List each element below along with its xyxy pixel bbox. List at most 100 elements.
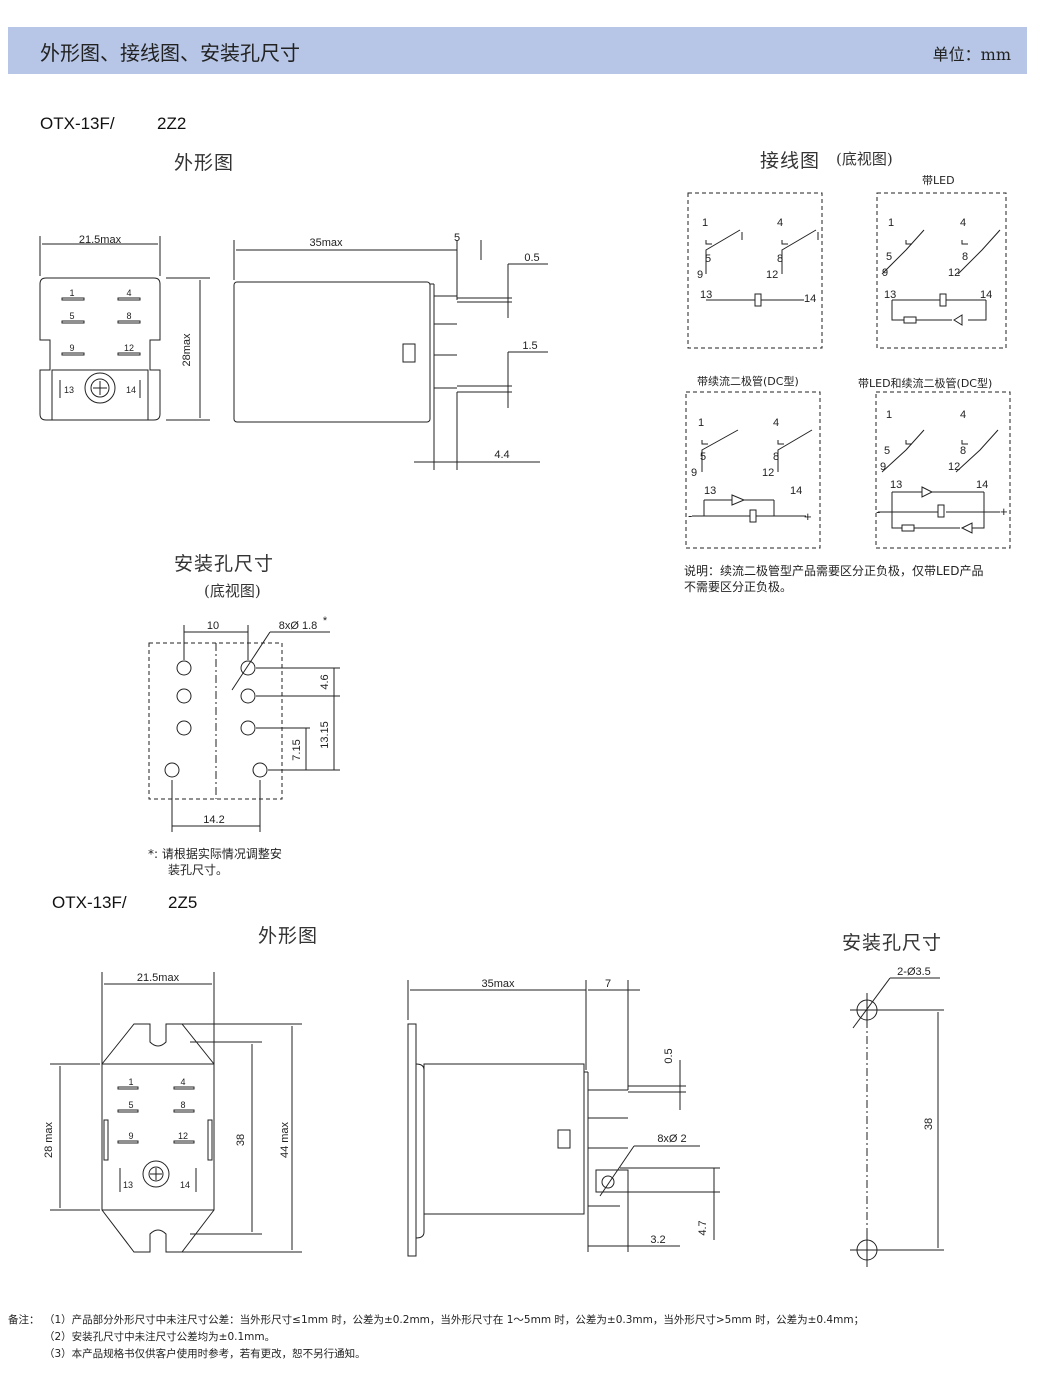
model1-suffix: 2Z2 bbox=[157, 114, 187, 133]
pin-label: 13 bbox=[123, 1180, 133, 1190]
wiring-cap-both: 带LED和续流二极管(DC型) bbox=[858, 377, 993, 390]
polarity-minus: - bbox=[876, 504, 880, 519]
pin-label: 8 bbox=[126, 311, 131, 321]
wiring-pin: 1 bbox=[886, 409, 892, 421]
model1-mount-star: * bbox=[323, 615, 328, 627]
model1-mount-subtitle: (底视图) bbox=[204, 582, 261, 600]
model2-dim-h38: 38 bbox=[235, 1134, 247, 1146]
model1-mount-v3: 7.15 bbox=[291, 739, 303, 760]
wiring-pin: 9 bbox=[691, 467, 697, 479]
model1-name: OTX-13F/ bbox=[40, 114, 115, 133]
wiring-pin: 14 bbox=[790, 485, 802, 497]
pin-label: 12 bbox=[124, 343, 134, 353]
polarity-minus: - bbox=[688, 508, 692, 523]
wiring-pin: 1 bbox=[888, 217, 894, 229]
wiring-pin: 9 bbox=[697, 269, 703, 281]
wiring-pin: 13 bbox=[704, 485, 716, 497]
pin-label: 1 bbox=[69, 288, 74, 298]
footnote-2: （2）安装孔尺寸中未注尺寸公差均为±0.1mm。 bbox=[44, 1331, 276, 1343]
wiring-pin: 5 bbox=[884, 445, 890, 457]
pin-label: 5 bbox=[69, 311, 74, 321]
wiring-pin: 13 bbox=[884, 289, 896, 301]
pin-label: 14 bbox=[126, 385, 136, 395]
model1-mount-v1: 4.6 bbox=[319, 674, 331, 689]
model2-dim-t3: 3.2 bbox=[650, 1234, 665, 1246]
wiring-pin: 5 bbox=[700, 451, 706, 463]
wiring-pin: 8 bbox=[962, 251, 968, 263]
model1-dim-t3: 4.4 bbox=[494, 449, 509, 461]
pin-label: 8 bbox=[180, 1100, 185, 1110]
wiring-pin: 9 bbox=[882, 267, 888, 279]
model1-mount-holes: 8xØ 1.8 bbox=[279, 620, 318, 632]
pin-label: 4 bbox=[180, 1077, 185, 1087]
model2-name: OTX-13F/ bbox=[52, 893, 127, 912]
model2-dim-t2: 4.7 bbox=[697, 1220, 709, 1235]
wiring-pin: 5 bbox=[886, 251, 892, 263]
wiring-pin: 14 bbox=[980, 289, 992, 301]
pin-label: 1 bbox=[128, 1077, 133, 1087]
model2-dim-h28: 28 max bbox=[43, 1121, 55, 1158]
wiring-title: 接线图 bbox=[760, 150, 821, 172]
pin-label: 14 bbox=[180, 1180, 190, 1190]
wiring-pin: 13 bbox=[890, 479, 902, 491]
footnote-1: （1）产品部分外形尺寸中未注尺寸公差：当外形尺寸≤1mm 时，公差为±0.2mm… bbox=[44, 1314, 865, 1326]
wiring-pin: 4 bbox=[960, 217, 966, 229]
model2-dim-length: 35max bbox=[481, 978, 515, 990]
mount-note-1: *: 请根据实际情况调整安 bbox=[148, 847, 282, 861]
page-title: 外形图、接线图、安装孔尺寸 bbox=[40, 41, 300, 65]
model2-dim-t1: 0.5 bbox=[663, 1048, 675, 1063]
wiring-pin: 12 bbox=[948, 267, 960, 279]
model1-mount-v2: 13.15 bbox=[319, 721, 331, 749]
wiring-pin: 14 bbox=[804, 293, 816, 305]
wiring-pin: 8 bbox=[777, 253, 783, 265]
model1-dim-pin: 5 bbox=[454, 232, 460, 244]
polarity-plus: + bbox=[1000, 504, 1008, 519]
model1-mount-pitch: 10 bbox=[207, 620, 219, 632]
pin-label: 4 bbox=[126, 288, 131, 298]
footnote-label: 备注： bbox=[8, 1314, 40, 1326]
wiring-subtitle: (底视图) bbox=[836, 150, 893, 168]
pin-label: 9 bbox=[128, 1131, 133, 1141]
model2-suffix: 2Z5 bbox=[168, 893, 198, 912]
wiring-pin: 12 bbox=[766, 269, 778, 281]
model2-outline-title: 外形图 bbox=[258, 925, 319, 947]
wiring-pin: 4 bbox=[773, 417, 779, 429]
model1-dim-length: 35max bbox=[309, 237, 343, 249]
model1-dim-height: 28max bbox=[181, 333, 193, 367]
model2-mount-title: 安装孔尺寸 bbox=[842, 932, 943, 954]
header-band: 外形图、接线图、安装孔尺寸 单位：mm bbox=[8, 27, 1027, 74]
wiring-pin: 14 bbox=[976, 479, 988, 491]
wiring-pin: 1 bbox=[702, 217, 708, 229]
model1-dim-t1: 0.5 bbox=[524, 252, 539, 264]
model2-dim-width: 21.5max bbox=[137, 972, 180, 984]
wiring-note-2: 不需要区分正负极。 bbox=[684, 580, 793, 594]
wiring-pin: 5 bbox=[705, 253, 711, 265]
model1-dim-width: 21.5max bbox=[79, 234, 122, 246]
wiring-pin: 13 bbox=[700, 289, 712, 301]
wiring-cap-led: 带LED bbox=[922, 174, 955, 187]
mount-note-2: 装孔尺寸。 bbox=[168, 863, 229, 877]
model2-dim-h44: 44 max bbox=[279, 1121, 291, 1158]
model2-dim-holes: 8xØ 2 bbox=[657, 1133, 686, 1145]
model1-outline-title: 外形图 bbox=[174, 152, 235, 174]
wiring-pin: 1 bbox=[698, 417, 704, 429]
wiring-pin: 12 bbox=[762, 467, 774, 479]
model2-mount-holes: 2-Ø3.5 bbox=[897, 966, 931, 978]
model1-mount-bottom: 14.2 bbox=[203, 814, 224, 826]
wiring-pin: 12 bbox=[948, 461, 960, 473]
wiring-pin: 4 bbox=[777, 217, 783, 229]
model2-dim-pin: 7 bbox=[605, 978, 611, 990]
wiring-pin: 8 bbox=[960, 445, 966, 457]
wiring-pin: 4 bbox=[960, 409, 966, 421]
polarity-plus: + bbox=[804, 509, 812, 524]
pin-label: 13 bbox=[64, 385, 74, 395]
pin-label: 9 bbox=[69, 343, 74, 353]
wiring-pin: 8 bbox=[773, 451, 779, 463]
pin-label: 12 bbox=[178, 1131, 188, 1141]
unit-label: 单位：mm bbox=[932, 45, 1011, 64]
wiring-cap-diode: 带续流二极管(DC型) bbox=[697, 375, 799, 388]
